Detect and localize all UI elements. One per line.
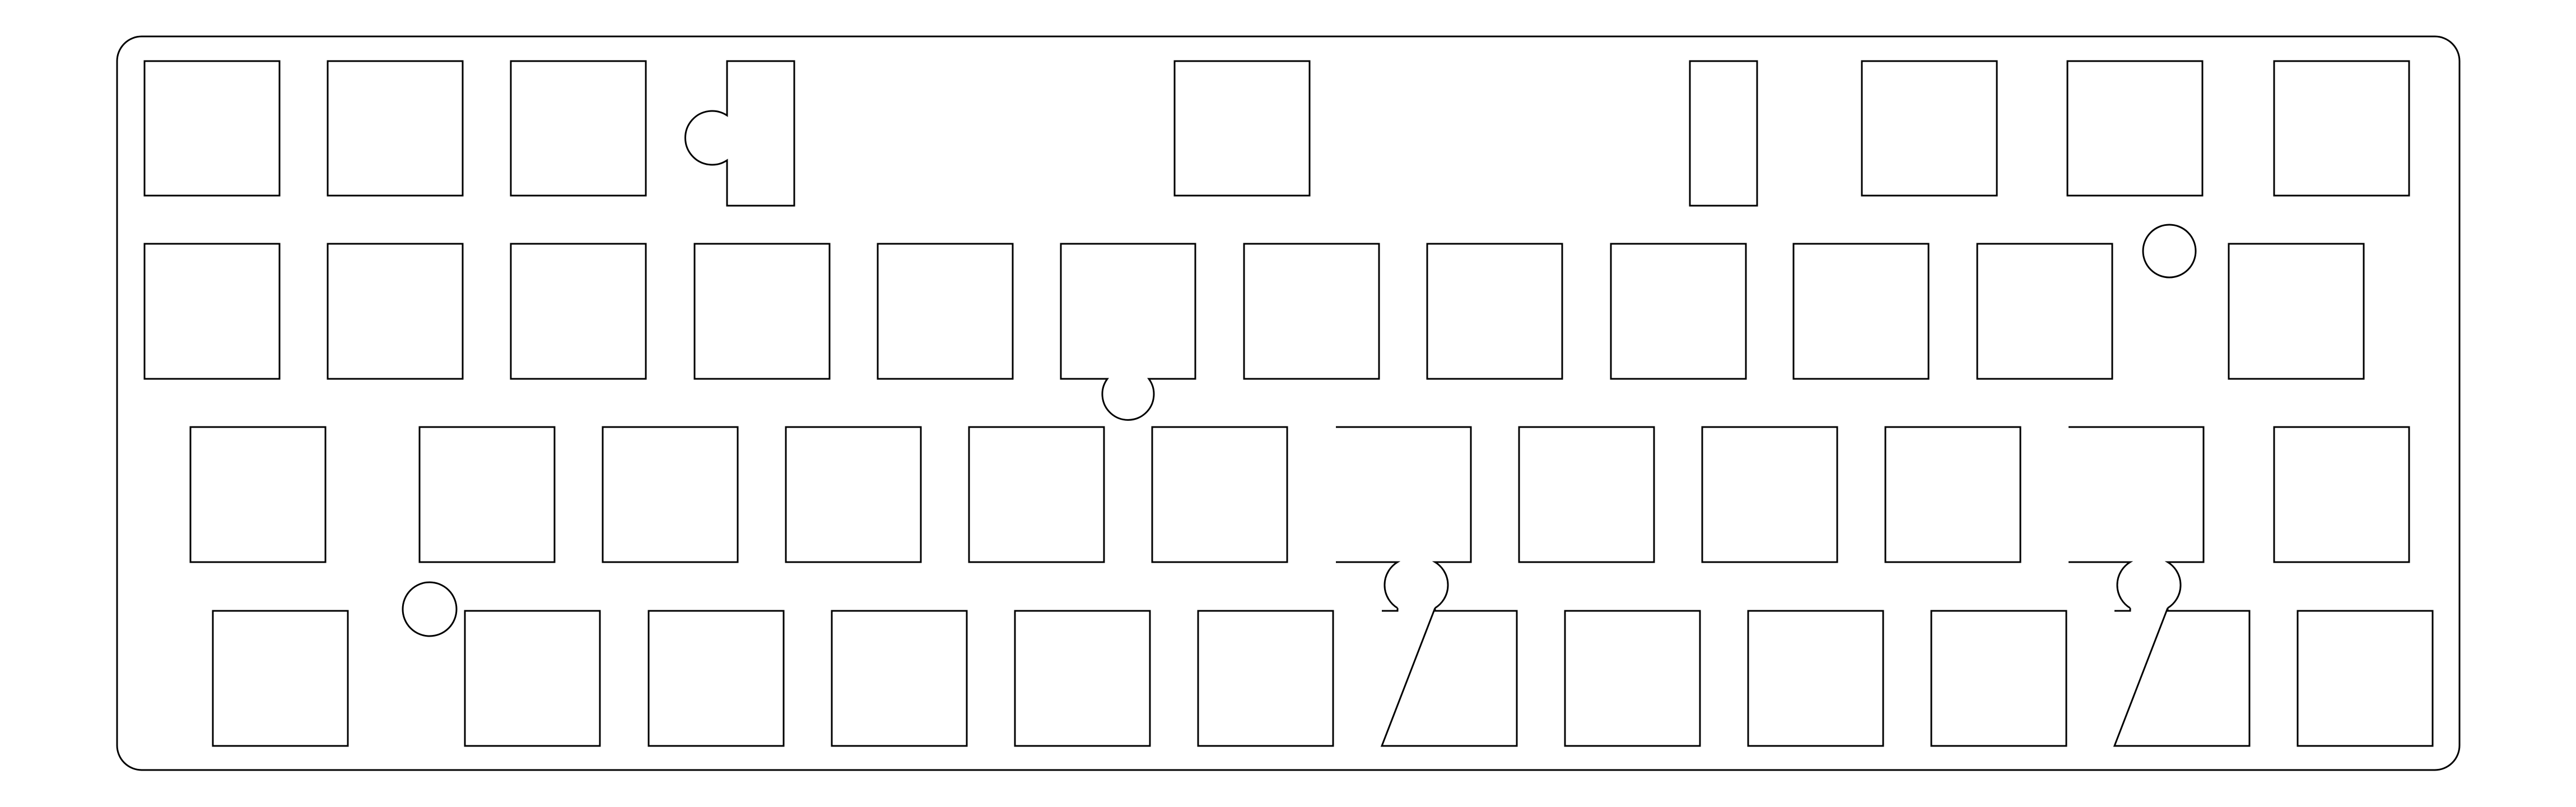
switch-cutout [143, 243, 281, 380]
switch-cutout [831, 610, 968, 747]
switch-cutout [1930, 610, 2067, 747]
switch-cutout [1197, 610, 1334, 747]
switch-cutout [189, 426, 327, 563]
switch-cutout [1518, 426, 1655, 563]
switch-cutout [1151, 426, 1288, 563]
switch-cutout-notched [1060, 243, 1196, 421]
plate-outline [116, 35, 2461, 771]
switch-cutout [2296, 610, 2434, 747]
switch-cutout [1173, 60, 1311, 197]
switch-cutout [877, 243, 1014, 380]
switch-cutout [510, 243, 647, 380]
switch-cutout [1884, 426, 2021, 563]
switch-cutout [1014, 610, 1151, 747]
switch-cutout [2273, 60, 2410, 197]
switch-cutout-notched [1336, 426, 1472, 609]
switch-cutout [1701, 426, 1838, 563]
switch-cutout-notched [1380, 607, 1518, 747]
screw-hole [2142, 224, 2197, 279]
switch-cutout [1243, 243, 1380, 380]
switch-cutout [1976, 243, 2113, 380]
switch-cutout [418, 426, 556, 563]
stabilizer-cutout-notched [684, 60, 795, 207]
switch-cutout [2228, 243, 2365, 380]
switch-cutout-notched [2069, 426, 2205, 609]
switch-cutout [327, 243, 464, 380]
switch-cutout [1792, 243, 1930, 380]
switch-cutout [1861, 60, 1998, 197]
switch-cutout [648, 610, 785, 747]
switch-cutout [1426, 243, 1563, 380]
switch-cutout [785, 426, 922, 563]
switch-cutout [1564, 610, 1701, 747]
switch-cutout [143, 60, 281, 197]
switch-cutout [212, 610, 349, 747]
switch-cutout [1747, 610, 1884, 747]
switch-cutout [602, 426, 739, 563]
switch-cutout [327, 60, 464, 197]
switch-cutout [968, 426, 1105, 563]
switch-cutout [2273, 426, 2410, 563]
switch-cutout [2066, 60, 2204, 197]
screw-hole [402, 581, 458, 637]
switch-cutout-notched [2113, 607, 2251, 747]
stabilizer-slot [1689, 60, 1758, 207]
switch-cutout [693, 243, 831, 380]
switch-cutout [464, 610, 601, 747]
switch-cutout [1610, 243, 1747, 380]
switch-cutout [510, 60, 647, 197]
